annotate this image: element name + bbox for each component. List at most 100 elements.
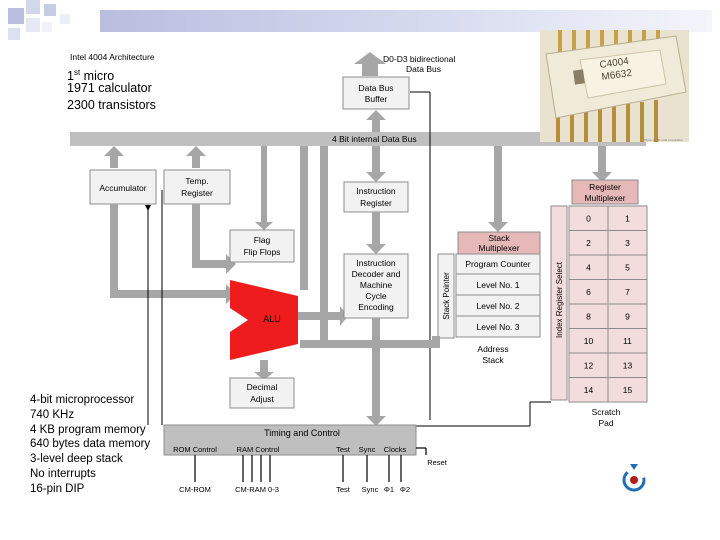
deco-square: [8, 8, 24, 24]
stack-pointer-label: Stack Pointer: [442, 272, 451, 320]
pin-label: CM-RAM 0-3: [235, 485, 279, 494]
spec-item: No interrupts: [30, 467, 96, 480]
internal-bus-label: 4 Bit internal Data Bus: [332, 134, 417, 144]
temp-register-label: Register: [181, 188, 213, 198]
register-label: 15: [623, 385, 633, 395]
chip-photo: C4004 M6632 Photo credit: intel corporat…: [540, 30, 689, 142]
external-data-bus-arrow: [354, 52, 386, 76]
register-label: 4: [586, 262, 591, 272]
internal-data-bus: [70, 132, 646, 146]
instruction-decoder-label: Decoder and: [352, 269, 401, 279]
instruction-register-label: Register: [360, 198, 392, 208]
pin-label: Test: [336, 485, 351, 494]
instruction-decoder-label: Instruction: [356, 258, 395, 268]
register-label: 14: [584, 385, 594, 395]
register-label: 0: [586, 213, 591, 223]
alu-input-arrows: [110, 204, 236, 304]
instruction-decoder-label: Cycle: [365, 291, 387, 301]
stack-connector: [432, 336, 440, 348]
deco-square: [42, 22, 52, 32]
external-bus-label-1: D0-D3 bidirectional: [383, 54, 455, 64]
flag-flipflops-label: Flag: [254, 235, 271, 245]
register-label: 13: [623, 360, 633, 370]
stack-row-label: Level No. 1: [477, 280, 520, 290]
register-cell: [568, 279, 609, 305]
register-cell: [568, 205, 609, 231]
register-cell: [607, 377, 648, 403]
decimal-adjust-label: Adjust: [250, 394, 274, 404]
alu-output-arrows: [254, 306, 348, 380]
control-item-label: Clocks: [384, 445, 407, 454]
register-label: 6: [586, 287, 591, 297]
ir-to-decoder-arrow: [366, 212, 386, 254]
chip-pins-bottom: [556, 100, 658, 142]
register-label: 3: [625, 238, 630, 248]
timing-control-label: Timing and Control: [264, 428, 340, 438]
photo-credit: Photo credit: intel corporation: [644, 138, 683, 142]
deco-square: [26, 0, 40, 14]
register-multiplexer-label: Register: [589, 182, 621, 192]
chip-marking: C4004: [599, 56, 630, 71]
reset-label: Reset: [427, 458, 448, 467]
temp-register-box: [163, 169, 231, 205]
register-label: 1: [625, 213, 630, 223]
register-label: 7: [625, 287, 630, 297]
data-bus-buffer-label: Data Bus: [359, 83, 394, 93]
scratch-pad-label: Pad: [598, 418, 613, 428]
title-gradient-bar: [100, 10, 712, 32]
spec-item: 3-level deep stack: [30, 453, 123, 466]
spec-item: 4-bit microprocessor: [30, 394, 135, 406]
stack-multiplexer-label: Stack: [488, 233, 510, 243]
intro-line-1: 1st micro: [67, 65, 114, 84]
instruction-register-label: Instruction: [356, 186, 395, 196]
stack-multiplexer-label: Multiplexer: [478, 243, 519, 253]
register-multiplexer-box: [571, 179, 639, 205]
pin-label: Φ1: [384, 485, 394, 494]
intro-micro: micro: [83, 69, 115, 84]
control-item-label: Test: [336, 445, 351, 454]
control-item-label: RAM Control: [237, 445, 280, 454]
register-cell: [607, 328, 648, 354]
deco-square: [26, 18, 40, 32]
address-stack-rows: Program Counter Level No. 1 Level No. 2 …: [455, 253, 541, 338]
index-register-select-label: Index Register Select: [555, 261, 564, 338]
spec-item: 4 KB program memory: [30, 423, 146, 436]
register-cell: [607, 279, 648, 305]
deco-square: [8, 28, 20, 40]
chip-pins-top: [558, 30, 660, 52]
register-label: 9: [625, 311, 630, 321]
accumulator-label: Accumulator: [99, 183, 146, 193]
spec-list: 4-bit microprocessor 740 KHz 4 KB progra…: [30, 393, 150, 497]
data-bus-buffer-box: [342, 76, 410, 110]
data-bus-buffer-label: Buffer: [365, 94, 388, 104]
address-stack-label: Stack: [482, 355, 504, 365]
alu-bus-connector: [300, 340, 440, 348]
stack-pointer-box: [437, 253, 455, 339]
scratch-pad-label: Scratch: [592, 407, 621, 417]
stack-row-label: Program Counter: [465, 259, 530, 269]
register-cell: [568, 230, 609, 256]
bus-arrows: [104, 146, 612, 340]
timing-control-box: [163, 424, 417, 456]
register-label: 11: [623, 336, 632, 346]
control-item-label: Sync: [359, 445, 376, 454]
pin-label: CM-ROM: [179, 485, 211, 494]
pin-label: Sync: [362, 485, 379, 494]
spec-item: 16-pin DIP: [30, 482, 85, 495]
intro-first: 1: [67, 69, 74, 84]
alu-label: ALU: [263, 314, 281, 324]
stack-row-label: Level No. 2: [477, 301, 520, 311]
pin-label: Φ2: [400, 485, 410, 494]
register-cell: [568, 328, 609, 354]
deco-square: [44, 4, 56, 16]
register-cell: [607, 303, 648, 329]
intro-sup: st: [73, 68, 81, 77]
address-stack-label: Address: [477, 344, 508, 354]
register-label: 5: [625, 262, 630, 272]
register-cell: [568, 377, 609, 403]
register-cell: [607, 352, 648, 378]
external-bus-label-2: Data Bus: [406, 64, 441, 74]
spec-item: 640 bytes data memory: [30, 438, 151, 451]
